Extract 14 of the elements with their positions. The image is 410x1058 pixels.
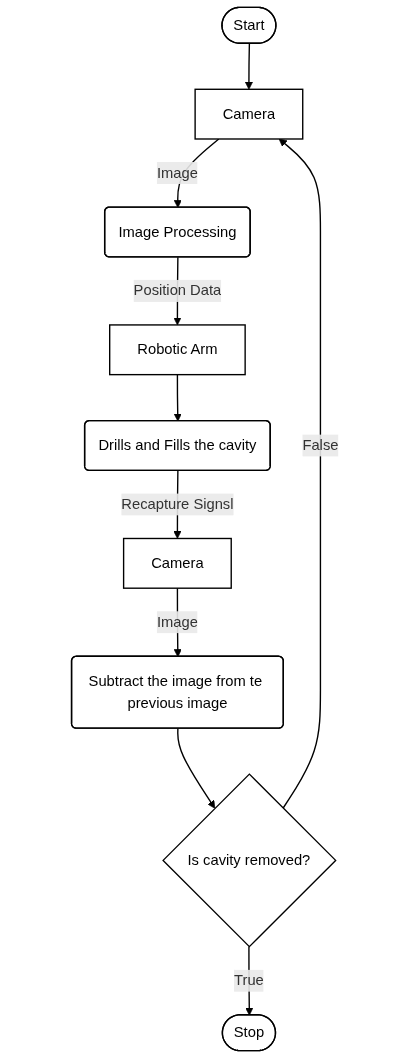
edge-label: Recapture Signsl	[121, 496, 234, 512]
arrow	[278, 138, 322, 809]
arrow	[244, 43, 253, 90]
edge-label: Image	[156, 164, 198, 181]
node-box: Camera	[194, 88, 304, 140]
edge-label: Position Data	[133, 282, 222, 299]
edge-label: False	[302, 437, 339, 453]
node-box: Robotic Arm	[109, 324, 246, 376]
edge-label: Image	[156, 613, 198, 630]
arrow	[173, 373, 182, 422]
edge-label: True	[234, 972, 264, 989]
node-diamond: Is cavity removed?	[162, 773, 337, 948]
node-box: Camera	[122, 537, 232, 589]
arrow	[177, 727, 216, 809]
